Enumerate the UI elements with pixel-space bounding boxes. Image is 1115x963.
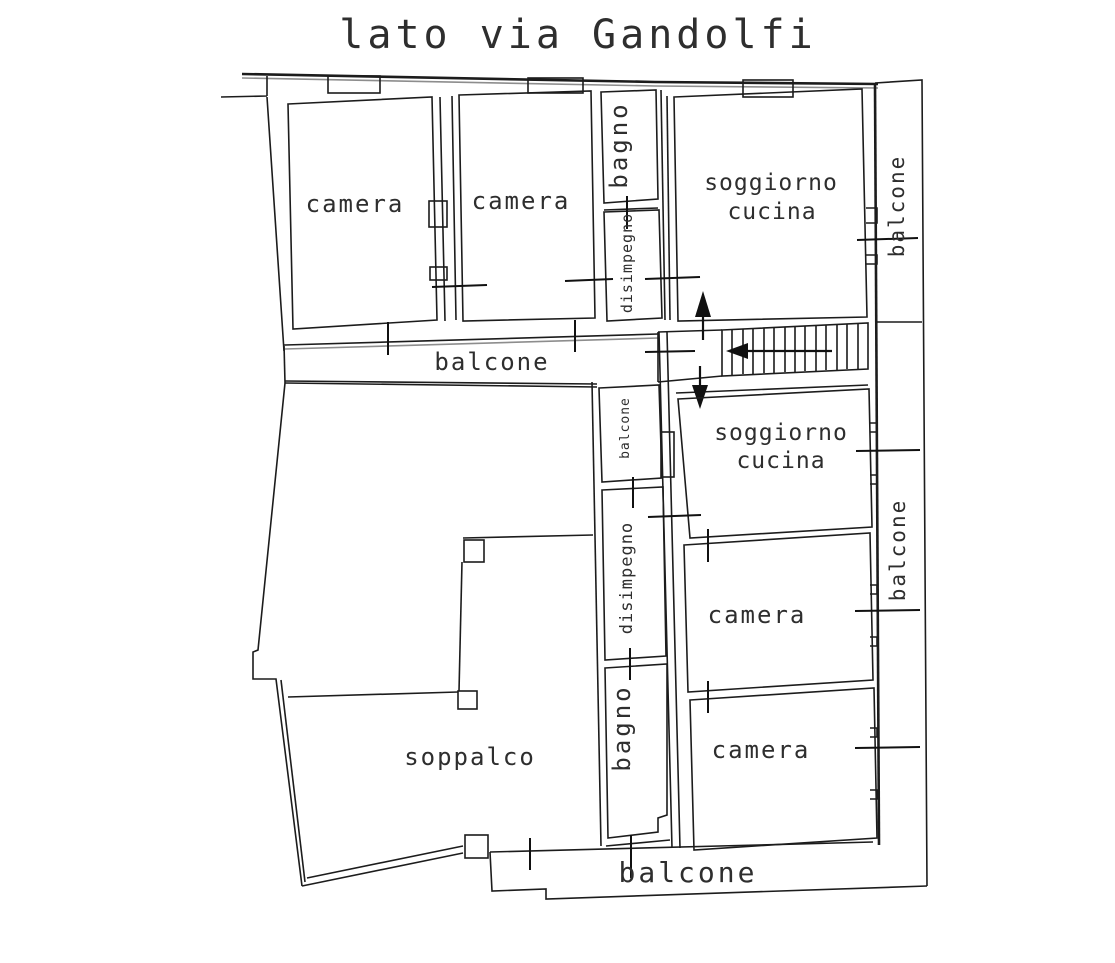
- room-camera-right-bottom: [689, 687, 878, 851]
- room-label-disimpegno-top: disimpegno: [618, 213, 636, 313]
- room-bagno-bottom: [604, 663, 671, 847]
- room-camera-right-middle: [683, 532, 874, 693]
- window-door-ticks: [387, 196, 921, 878]
- room-label-camera-top-left: camera: [306, 190, 405, 218]
- wall-between-top-cameras: [428, 95, 457, 322]
- room-label-balcone-right-middle: balcone: [886, 499, 910, 602]
- stair-arrow-left-icon: [726, 343, 832, 359]
- stair-arrow-down-icon: [692, 366, 708, 409]
- room-label-camera-top-center: camera: [472, 187, 571, 215]
- balcone-bottom-strip: [489, 841, 928, 900]
- room-soppalco: [252, 382, 598, 887]
- room-label-balcone-bottom: balcone: [618, 856, 757, 889]
- right-wall-notches: [870, 422, 878, 800]
- room-camera-top-center: [458, 90, 596, 322]
- room-camera-top-left: [287, 96, 438, 330]
- stairs: [657, 322, 869, 394]
- room-label-balcone-right-top: balcone: [885, 155, 909, 258]
- room-label-balcone-middle: balcone: [434, 348, 549, 376]
- room-label-soggiorno-top-line1: soggiorno: [704, 170, 838, 196]
- room-disimpegno-top: [603, 89, 666, 322]
- room-label-soppalco: soppalco: [404, 743, 536, 771]
- room-disimpegno-middle: [601, 486, 667, 661]
- room-label-camera-right-bottom: camera: [712, 736, 811, 764]
- room-label-disimpegno-middle: disimpegno: [617, 522, 637, 634]
- plan-title: lato via Gandolfi: [339, 12, 816, 58]
- room-balcone-small-middle: [598, 384, 675, 483]
- room-label-camera-right-middle: camera: [708, 601, 807, 629]
- room-label-soggiorno-top-line2: cucina: [727, 199, 816, 225]
- room-soggiorno-cucina-middle: [677, 388, 873, 539]
- room-label-bagno-top: bagno: [605, 101, 633, 188]
- room-label-soggiorno-mid-line1: soggiorno: [714, 420, 848, 446]
- top-wall-pilasters: [327, 75, 794, 98]
- room-label-bagno-bottom: bagno: [608, 684, 636, 771]
- balcone-middle-strip: [284, 333, 659, 385]
- room-soggiorno-cucina-top: [666, 88, 878, 322]
- stair-arrow-up-icon: [695, 291, 711, 340]
- room-bagno-top: [600, 89, 659, 211]
- room-label-soggiorno-mid-line2: cucina: [736, 448, 825, 474]
- room-label-balcone-small: balcone: [618, 397, 633, 459]
